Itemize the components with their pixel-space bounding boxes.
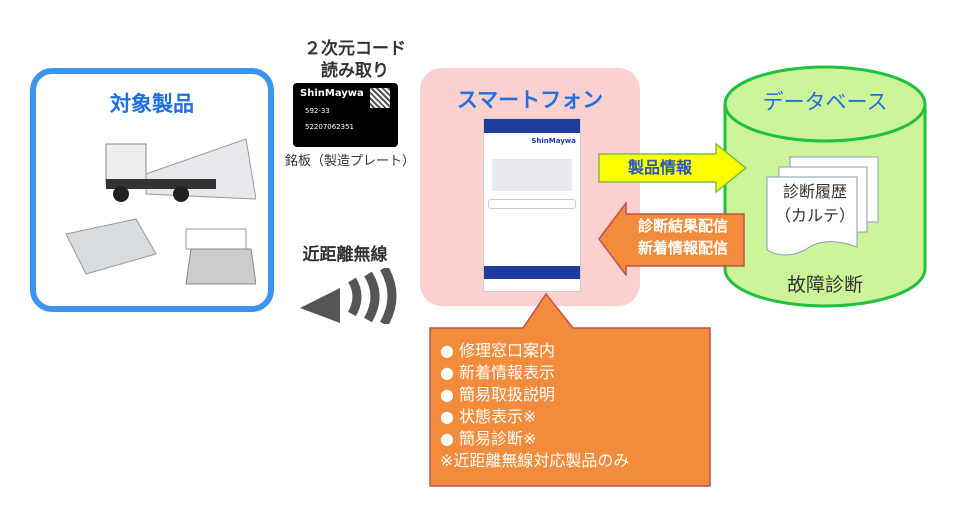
qr-label-line1: ２次元コード [304, 39, 406, 59]
product-images [66, 138, 256, 285]
qr-code-icon [370, 88, 390, 108]
plate-brand: ShinMaywa [300, 88, 364, 99]
smartphone-screen: ShinMaywa [483, 118, 581, 292]
phone-input[interactable] [488, 199, 576, 209]
feature-note: ※近距離無線対応製品のみ [440, 451, 630, 470]
arrow-to-database [598, 143, 748, 193]
wireless-signal-icon [300, 268, 397, 324]
features-list: ● 修理窓口案内 ● 新着情報表示 ● 簡易取扱説明 ● 状態表示※ ● 簡易診… [440, 340, 629, 472]
database-footer: 故障診断 [786, 274, 863, 296]
qr-label: ２次元コード 読み取り [290, 38, 420, 82]
phone-product-image [492, 159, 572, 191]
feature-item: ● 修理窓口案内 [440, 341, 556, 360]
feature-item: ● 新着情報表示 [440, 363, 556, 382]
arrow-to-database-label: 製品情報 [627, 158, 692, 177]
features-callout [429, 292, 711, 487]
phone-nav-bar[interactable] [484, 266, 580, 279]
feature-item: ● 状態表示※ [440, 407, 537, 426]
from-db-line1: 診断結果配信 [637, 217, 728, 235]
product-title: 対象製品 [110, 92, 194, 116]
feature-item: ● 簡易取扱説明 [440, 385, 556, 404]
phone-brand: ShinMaywa [531, 137, 576, 145]
arrow-from-database-label: 診断結果配信 新着情報配信 [622, 215, 744, 259]
wireless-label: 近距離無線 [302, 245, 388, 265]
from-db-line2: 新着情報配信 [637, 239, 728, 257]
plate-serial: 52207062351 [305, 123, 354, 131]
phone-header-bar [484, 119, 580, 133]
database-title: データベース [762, 90, 888, 114]
target-product-box: 対象製品 [30, 68, 274, 312]
feature-item: ● 簡易診断※ [440, 429, 537, 448]
smartphone-title: スマートフォン [456, 88, 604, 112]
plate-model: 592-33 [305, 107, 330, 115]
document-label: 診断履歴 （カルテ） [770, 180, 860, 228]
nameplate-caption: 銘板（製造プレート） [284, 154, 415, 169]
nameplate: ShinMaywa 592-33 52207062351 [293, 83, 398, 147]
qr-label-line2: 読み取り [321, 61, 389, 81]
arrow-from-database [598, 202, 745, 276]
doc-line2: （カルテ） [774, 206, 855, 225]
document-stack-icon [766, 156, 879, 256]
doc-line1: 診断履歴 [782, 182, 847, 201]
